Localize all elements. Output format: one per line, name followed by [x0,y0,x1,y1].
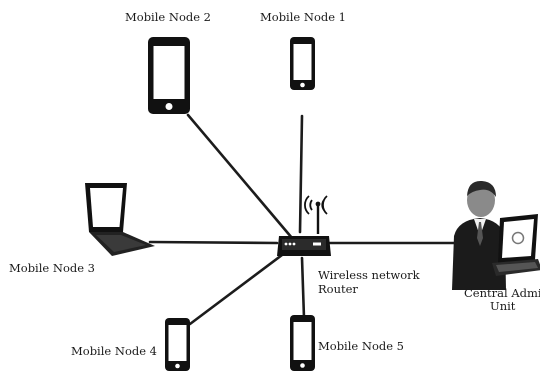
node1-label: Mobile Node 1 [260,10,346,24]
edge-router-node5 [300,256,306,320]
edge-router-node2 [186,113,294,240]
node3-label: Mobile Node 3 [9,261,95,275]
edge-router-node4 [188,250,288,326]
edge-router-node1 [298,114,304,234]
admin-label-line1: Central Admin [464,286,540,300]
node4-label: Mobile Node 4 [71,344,157,358]
laptop-icon [85,183,155,256]
router-label-line2: Router [318,282,358,296]
router-icon [277,195,331,256]
smartphone-icon [290,37,315,90]
smartphone-icon [290,315,315,371]
smartphone-icon [165,318,190,371]
connections [148,113,470,326]
admin-user-icon [452,180,540,290]
admin-label-line2: Unit [490,299,516,313]
edge-router-node3 [148,240,279,245]
tablet-icon [148,37,190,114]
node2-label: Mobile Node 2 [125,10,211,24]
router-label-line1: Wireless network [318,268,421,282]
node5-label: Mobile Node 5 [318,339,404,353]
